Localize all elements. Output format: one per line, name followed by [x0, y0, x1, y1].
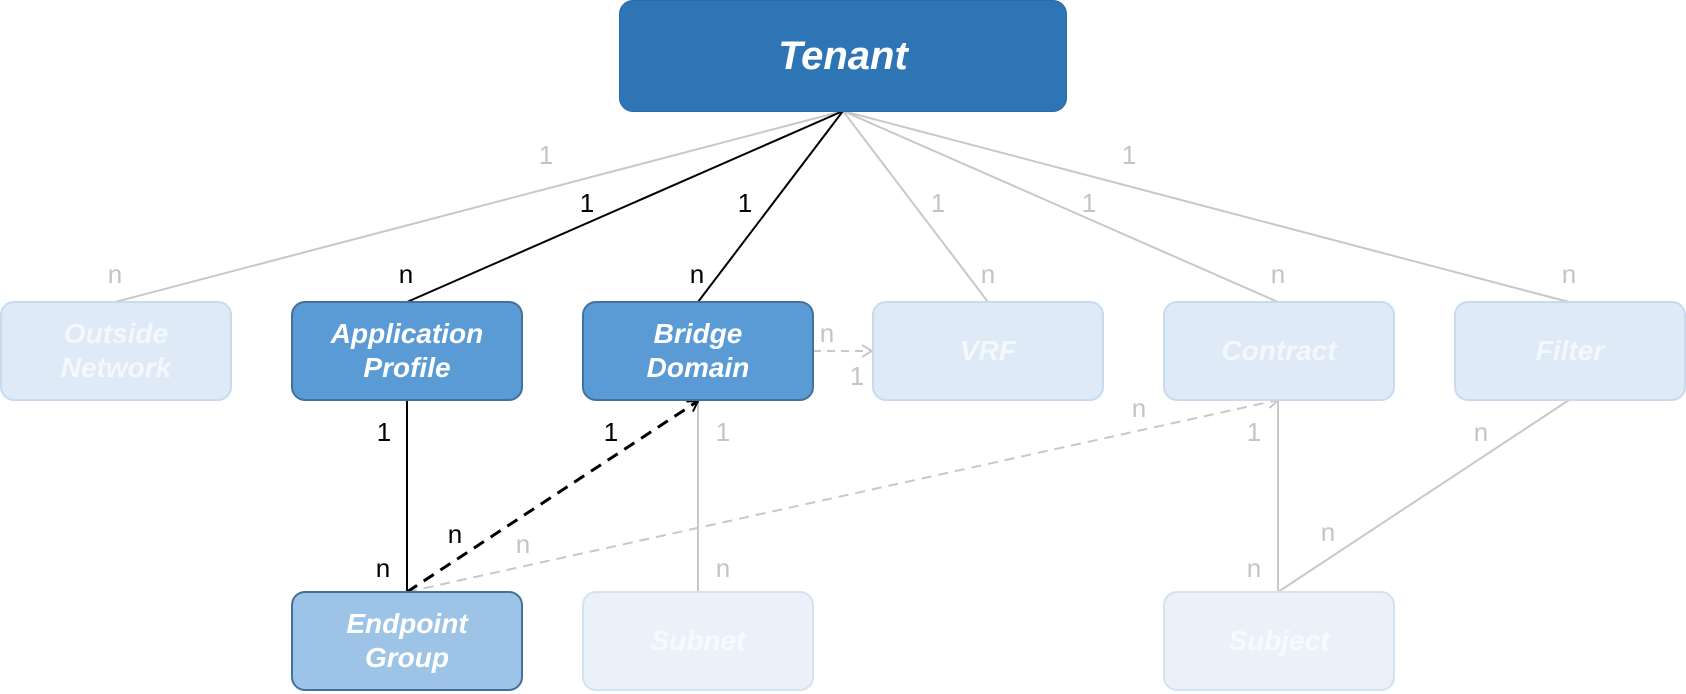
outside-network-label: Outside Network [60, 318, 172, 383]
label-tenant-filter-n: n [1562, 259, 1576, 289]
label-filter-subject-n-top: n [1474, 417, 1488, 447]
subject-node: Subject [1163, 591, 1395, 691]
label-tenant-filter-1: 1 [1122, 140, 1136, 170]
label-epg-bd-n: n [448, 519, 462, 549]
subject-label: Subject [1228, 625, 1330, 656]
endpoint-group-node: Endpoint Group [291, 591, 523, 691]
label-epg-bd-1: 1 [604, 417, 618, 447]
contract-node: Contract [1163, 301, 1395, 401]
subnet-node: Subnet [582, 591, 814, 691]
label-tenant-outside-n: n [108, 259, 122, 289]
bridge-domain-node: Bridge Domain [582, 301, 814, 401]
label-app-profile-epg-1: 1 [377, 417, 391, 447]
edge-filter-subject [1277, 399, 1570, 593]
label-contract-subject-n: n [1247, 553, 1261, 583]
edge-tenant-contract [842, 110, 1279, 303]
tenant-node: Tenant [619, 0, 1067, 112]
label-tenant-bd-n: n [690, 259, 704, 289]
endpoint-group-label: Endpoint Group [346, 608, 468, 673]
label-tenant-contract-n: n [1271, 259, 1285, 289]
tenant-label: Tenant [778, 34, 908, 78]
label-tenant-contract-1: 1 [1082, 188, 1096, 218]
filter-node: Filter [1454, 301, 1686, 401]
label-bd-subnet-1: 1 [716, 417, 730, 447]
edge-tenant-application-profile [406, 110, 844, 303]
edge-epg-contract [406, 395, 1280, 593]
label-contract-subject-1: 1 [1247, 417, 1261, 447]
label-tenant-vrf-1: 1 [931, 188, 945, 218]
vrf-node: VRF [872, 301, 1104, 401]
label-bd-vrf-1: 1 [850, 361, 864, 391]
filter-label: Filter [1535, 335, 1605, 366]
outside-network-node: Outside Network [0, 301, 232, 401]
edge-tenant-bridge-domain [697, 110, 844, 303]
application-profile-label: Application Profile [330, 318, 484, 383]
label-bd-subnet-n: n [716, 553, 730, 583]
edge-tenant-filter [842, 110, 1570, 303]
bridge-domain-label: Bridge Domain [646, 318, 750, 383]
label-tenant-vrf-n: n [981, 259, 995, 289]
application-profile-node: Application Profile [291, 301, 523, 401]
label-bd-vrf-n: n [820, 318, 834, 348]
label-app-profile-epg-n: n [376, 553, 390, 583]
label-tenant-app-profile-n: n [399, 259, 413, 289]
label-tenant-outside-1: 1 [539, 140, 553, 170]
label-tenant-bd-1: 1 [738, 188, 752, 218]
label-filter-subject-n-bottom: n [1321, 517, 1335, 547]
label-tenant-app-profile-1: 1 [580, 188, 594, 218]
label-epg-contract-n-source: n [516, 529, 530, 559]
edge-tenant-outside-network [114, 110, 844, 303]
vrf-label: VRF [960, 335, 1016, 366]
contract-label: Contract [1221, 335, 1337, 366]
label-epg-contract-n-target: n [1132, 393, 1146, 423]
subnet-label: Subnet [650, 625, 746, 656]
edge-epg-bridge-domain [406, 399, 700, 594]
edge-tenant-vrf [842, 110, 989, 303]
